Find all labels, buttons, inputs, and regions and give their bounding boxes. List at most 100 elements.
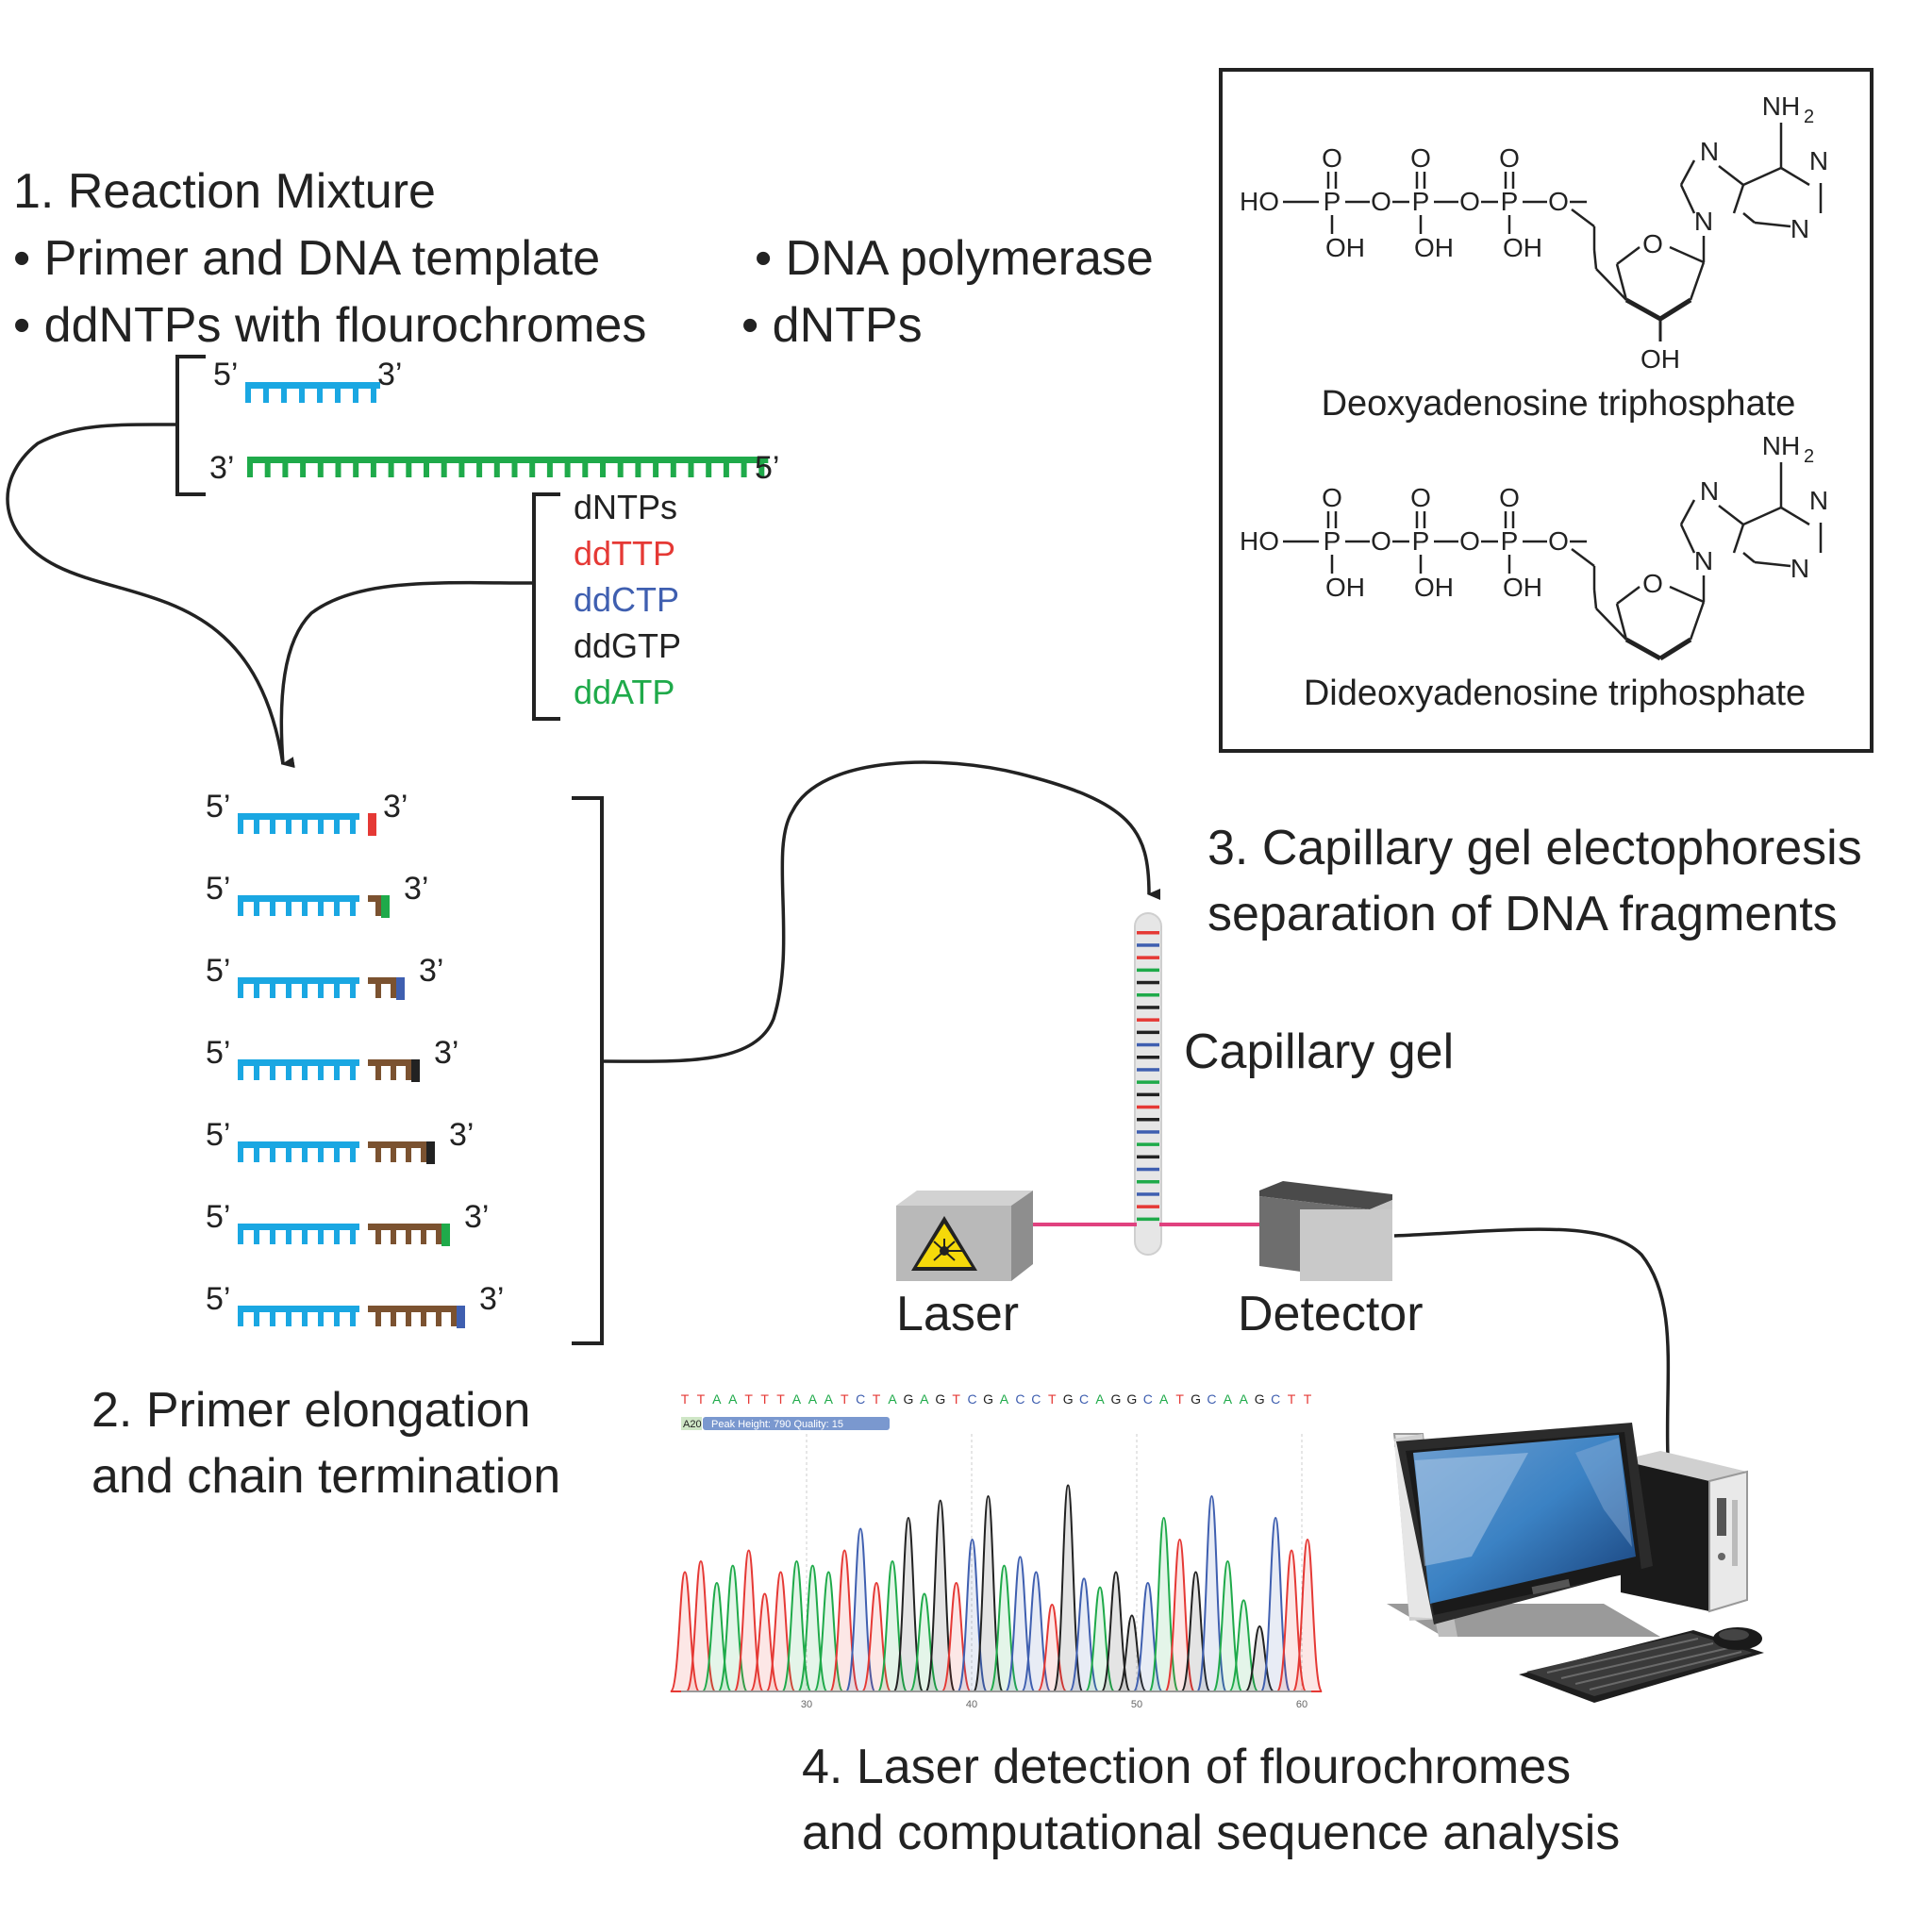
base-call-c: C (1271, 1391, 1280, 1407)
bond (1780, 166, 1810, 187)
bond (1679, 159, 1696, 186)
computer-keyboard (1519, 1630, 1764, 1703)
base-call-g: G (1255, 1391, 1265, 1407)
fragment-6: 5’3’ (206, 1199, 489, 1246)
template-3prime: 3’ (209, 450, 234, 486)
bond (1624, 637, 1662, 661)
ddATP-name: Dideoxyadenosine triphosphate (1304, 674, 1806, 713)
bond (1742, 166, 1782, 187)
oxygen-label: O (1499, 483, 1520, 512)
oxygen-label: O (1322, 143, 1342, 173)
base-call-g: G (1126, 1391, 1137, 1407)
gel-band (1137, 931, 1159, 935)
base-call-t: T (873, 1391, 881, 1407)
bond (1689, 601, 1706, 641)
arrow-template-to-fragments (6, 423, 295, 769)
computer-monitor (1396, 1423, 1653, 1624)
amine-label: NH (1762, 92, 1800, 121)
fragment-7: 5’3’ (206, 1281, 504, 1328)
base-call-a: A (888, 1391, 897, 1407)
axis-tick-label: 30 (801, 1699, 812, 1710)
trace-peak-t (1164, 1538, 1195, 1692)
gel-band (1137, 1217, 1159, 1222)
base-call-a: A (792, 1391, 802, 1407)
trace-peak-t (733, 1549, 764, 1692)
fragment-5prime: 5’ (206, 1117, 230, 1153)
laser-device (896, 1191, 1033, 1281)
fragment-3prime: 3’ (434, 1035, 458, 1071)
detector-device (1259, 1181, 1392, 1281)
nitrogen-label: N (1809, 146, 1828, 175)
base-call-g: G (983, 1391, 993, 1407)
fragment-3prime: 3’ (404, 871, 428, 907)
dATP-name: Deoxyadenosine triphosphate (1322, 384, 1796, 424)
gel-band (1137, 1205, 1159, 1208)
fragment-primer (238, 1059, 359, 1080)
trace-peak-c (1021, 1571, 1052, 1692)
trace-peak-a (1212, 1559, 1243, 1692)
ring-oxygen-label: O (1642, 569, 1663, 598)
detector-cable (1393, 1227, 1671, 1458)
hydroxyl-label: OH (1503, 233, 1542, 262)
base-call-g: G (935, 1391, 945, 1407)
bond (1616, 586, 1641, 605)
base-call-t: T (841, 1391, 849, 1407)
fragment-extension (368, 1141, 434, 1162)
gel-band (1137, 1080, 1159, 1084)
gel-band (1137, 1142, 1159, 1146)
bullet-primer-template: • Primer and DNA template (13, 231, 600, 286)
bond (1616, 246, 1641, 265)
fragment-1: 5’3’ (206, 789, 408, 836)
fragment-extension (368, 1059, 419, 1080)
base-call-a: A (712, 1391, 722, 1407)
trace-peak-t (685, 1559, 717, 1692)
amine-label: NH (1762, 431, 1800, 460)
fragment-primer (238, 1141, 359, 1162)
oxygen-label: O (1410, 143, 1431, 173)
fragment-2: 5’3’ (206, 871, 428, 918)
bond (1624, 297, 1662, 322)
peak-info-background (703, 1417, 890, 1430)
capillary-gel (1134, 912, 1162, 1256)
base-call-g: G (1191, 1391, 1201, 1407)
base-call-t: T (1304, 1391, 1312, 1407)
trace-peak-t (1291, 1538, 1324, 1692)
trace-peak-g (973, 1494, 1004, 1692)
arrow-fragments-to-capillary (603, 760, 1161, 1063)
hydroxyl-label: OH (1414, 573, 1454, 602)
base-call-t: T (1175, 1391, 1184, 1407)
bond (1658, 297, 1692, 322)
gel-band (1137, 1167, 1159, 1172)
base-call-a: A (1240, 1391, 1249, 1407)
fragment-5prime: 5’ (206, 789, 230, 824)
bond (1571, 208, 1595, 227)
step1-block: 1. Reaction Mixture • Primer and DNA tem… (13, 164, 1154, 353)
bullet-dna-polymerase: • DNA polymerase (755, 231, 1154, 286)
sugar-3-hydroxyl-label: OH (1641, 344, 1680, 374)
bond (1754, 221, 1791, 228)
bond (1742, 552, 1756, 563)
primer-strand (245, 382, 380, 403)
hydroxyl-label: HO (1240, 526, 1279, 556)
base-call-t: T (697, 1391, 706, 1407)
gel-band (1137, 1068, 1159, 1072)
base-call-c: C (1079, 1391, 1089, 1407)
nitrogen-label: N (1790, 214, 1809, 243)
fragment-5prime: 5’ (206, 1199, 230, 1235)
bond (1718, 505, 1744, 525)
oxygen-label: O (1459, 187, 1480, 216)
fragment-extension (368, 977, 404, 998)
base-call-a: A (1000, 1391, 1009, 1407)
trace-peak-c (1259, 1516, 1291, 1692)
fragment-primer (238, 1224, 359, 1244)
base-call-a: A (1159, 1391, 1169, 1407)
bond (1592, 589, 1598, 609)
base-call-t: T (776, 1391, 785, 1407)
primer-5prime: 5’ (213, 357, 238, 392)
oxygen-label: O (1459, 526, 1480, 556)
bond (1615, 603, 1628, 641)
